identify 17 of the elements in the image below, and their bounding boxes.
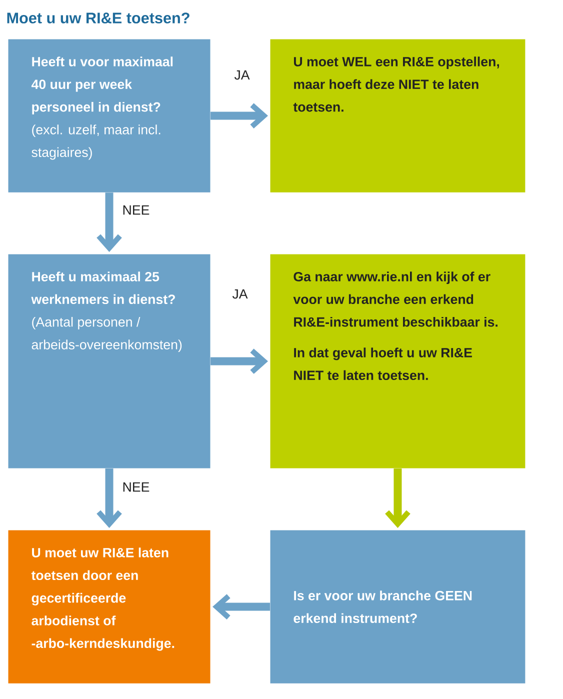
flow-box: U moet WEL een RI&E opstellen, maar hoeft deze NIET te laten toetsen. xyxy=(270,39,526,192)
flow-box: Heeft u maximaal 25 werknemers in dienst? (Aantal personen / arbeids-overeenkomsten) xyxy=(8,254,210,468)
flow-box: Heeft u voor maximaal 40 uur per week personeel in dienst? (excl. uzelf, maar incl. stagiaires) xyxy=(8,39,210,192)
arrow xyxy=(96,468,122,528)
edge-label: NEE xyxy=(120,481,152,493)
edge-label: NEE xyxy=(120,204,152,216)
flow-box: Is er voor uw branche GEEN erkend instrument? xyxy=(270,530,526,684)
flow-box: U moet uw RI&E laten toetsen door een gecertificeerde arbodienst of -arbo-kerndeskundige. xyxy=(8,530,210,684)
edge-label: JA xyxy=(232,69,252,81)
title: Moet u uw RI&E toetsen? xyxy=(7,12,190,24)
arrow xyxy=(210,348,268,374)
arrow xyxy=(212,594,270,620)
edge-label: JA xyxy=(230,288,250,300)
arrow xyxy=(210,103,268,128)
flow-box: Ga naar www.rie.nl en kijk of er voor uw branche een erkend RI&E-instrument beschikbaar is. In dat geval hoeft u uw RI&E NIET te laten toetsen. xyxy=(270,254,526,468)
arrow xyxy=(385,468,410,528)
arrow xyxy=(96,192,122,252)
